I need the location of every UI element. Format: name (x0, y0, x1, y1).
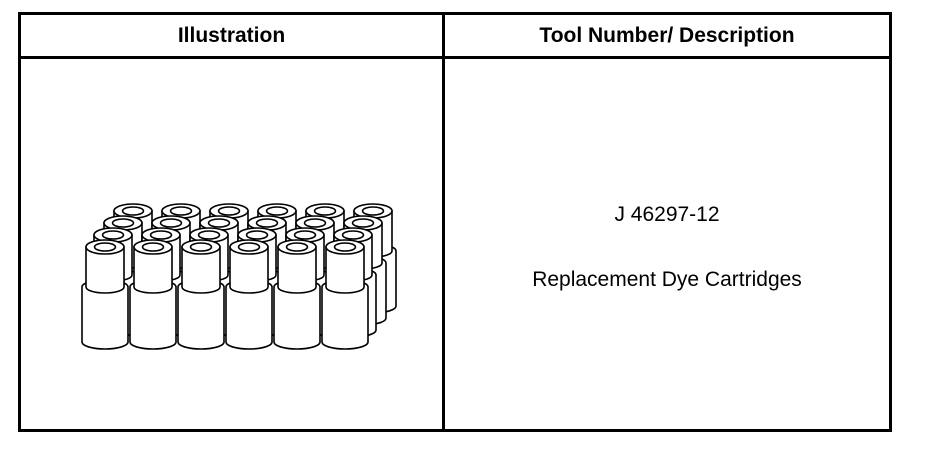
column-divider (442, 15, 445, 429)
tool-description: Replacement Dye Cartridges (532, 268, 802, 291)
illustration-cell (21, 59, 442, 429)
table-header-row: Illustration Tool Number/ Description (21, 15, 889, 59)
dye-cartridge (177, 239, 225, 350)
tool-number: J 46297-12 (614, 203, 720, 226)
dye-cartridge (225, 239, 273, 350)
tool-info-cell: J 46297-12 Replacement Dye Cartridges (445, 59, 889, 429)
illustration-header: Illustration (177, 24, 286, 47)
tool-table: Illustration Tool Number/ Description J … (18, 12, 892, 432)
tool-number-description-header: Tool Number/ Description (539, 24, 795, 47)
dye-cartridge (321, 239, 369, 350)
dye-cartridge (129, 239, 177, 350)
dye-cartridges-illustration-icon (81, 203, 397, 350)
dye-cartridge (273, 239, 321, 350)
dye-cartridge (81, 239, 129, 350)
